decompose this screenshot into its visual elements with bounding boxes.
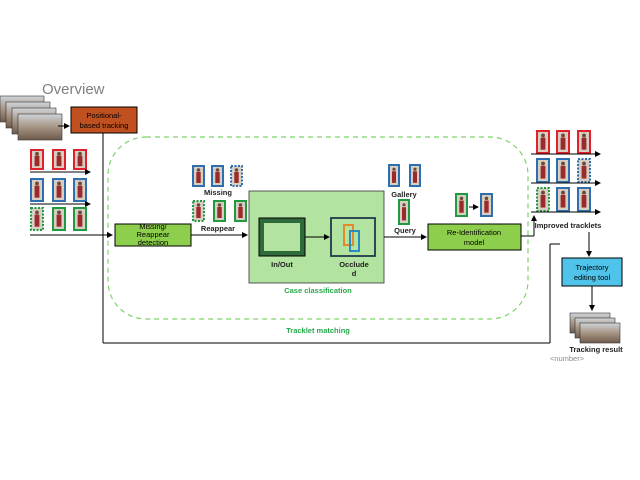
- player-thumbnail: [556, 158, 570, 183]
- tracklet-matching-region: [107, 136, 529, 320]
- player-thumbnail: [577, 187, 591, 212]
- detection-label-2: Reappear: [137, 230, 170, 239]
- missing-reappear-detection-box: Missing/ Reappear detection: [114, 222, 192, 247]
- player-thumbnail: [213, 200, 226, 222]
- occluded-box: Occlude d: [330, 217, 376, 278]
- reappear-label: Reappear: [201, 224, 235, 233]
- trajectory-editing-box: Trajectory editing tool: [561, 257, 623, 287]
- missing-reappear-thumbnails: [192, 165, 247, 222]
- player-thumbnail: [536, 158, 550, 183]
- input-frames-image: [0, 95, 63, 141]
- in-out-label: In/Out: [271, 260, 293, 269]
- player-thumbnail: [30, 178, 44, 202]
- player-thumbnail: [30, 149, 44, 170]
- detection-label-1: Missing/: [139, 222, 167, 231]
- positional-label-2: based tracking: [80, 121, 129, 130]
- improved-tracklets-thumbnails: [536, 130, 591, 212]
- positional-tracking-box: Positional- based tracking: [70, 106, 138, 134]
- missing-label: Missing: [204, 188, 232, 197]
- occluded-label-2: d: [352, 269, 357, 278]
- trajectory-label-1: Trajectory: [575, 263, 608, 272]
- overview-title: Overview: [42, 81, 105, 98]
- player-thumbnail: [536, 130, 550, 154]
- player-thumbnail: [73, 149, 87, 170]
- player-thumbnail: [480, 193, 493, 217]
- gallery-query-thumbnails: [388, 164, 421, 225]
- in-out-box: In/Out: [258, 217, 306, 269]
- player-thumbnail: [73, 178, 87, 202]
- player-thumbnail: [211, 165, 224, 187]
- player-thumbnail: [230, 165, 243, 187]
- reid-model-box: Re-Identification model: [427, 223, 522, 251]
- player-thumbnail: [398, 199, 410, 225]
- player-thumbnail: [577, 158, 591, 183]
- player-thumbnail: [30, 207, 44, 231]
- reid-label-2: model: [464, 238, 485, 247]
- occluded-label-1: Occlude: [339, 260, 369, 269]
- player-thumbnail: [52, 178, 66, 202]
- player-thumbnail: [455, 193, 468, 217]
- tracking-result-label: Tracking result: [569, 345, 623, 354]
- player-thumbnail: [234, 200, 247, 222]
- left-tracklets: [30, 149, 87, 231]
- player-thumbnail: [52, 207, 66, 231]
- reid-label-1: Re-Identification: [447, 228, 501, 237]
- improved-tracklets-label: Improved tracklets: [535, 221, 602, 230]
- case-classification-label: Case classification: [284, 286, 352, 295]
- reid-matched-thumbnails: [455, 193, 493, 217]
- gallery-label: Gallery: [391, 190, 417, 199]
- player-thumbnail: [388, 164, 400, 187]
- player-thumbnail: [52, 149, 66, 170]
- number-placeholder: <number>: [550, 354, 585, 363]
- player-thumbnail: [577, 130, 591, 154]
- player-thumbnail: [556, 187, 570, 212]
- player-thumbnail: [409, 164, 421, 187]
- tracklet-matching-label: Tracklet matching: [286, 326, 350, 335]
- positional-label-1: Positional-: [86, 111, 122, 120]
- player-thumbnail: [556, 130, 570, 154]
- player-thumbnail: [73, 207, 87, 231]
- detection-label-3: detection: [138, 238, 168, 247]
- player-thumbnail: [192, 200, 205, 222]
- query-label: Query: [394, 226, 417, 235]
- player-thumbnail: [192, 165, 205, 187]
- trajectory-label-2: editing tool: [574, 273, 611, 282]
- player-thumbnail: [536, 187, 550, 212]
- tracking-result-frames-image: [569, 312, 621, 344]
